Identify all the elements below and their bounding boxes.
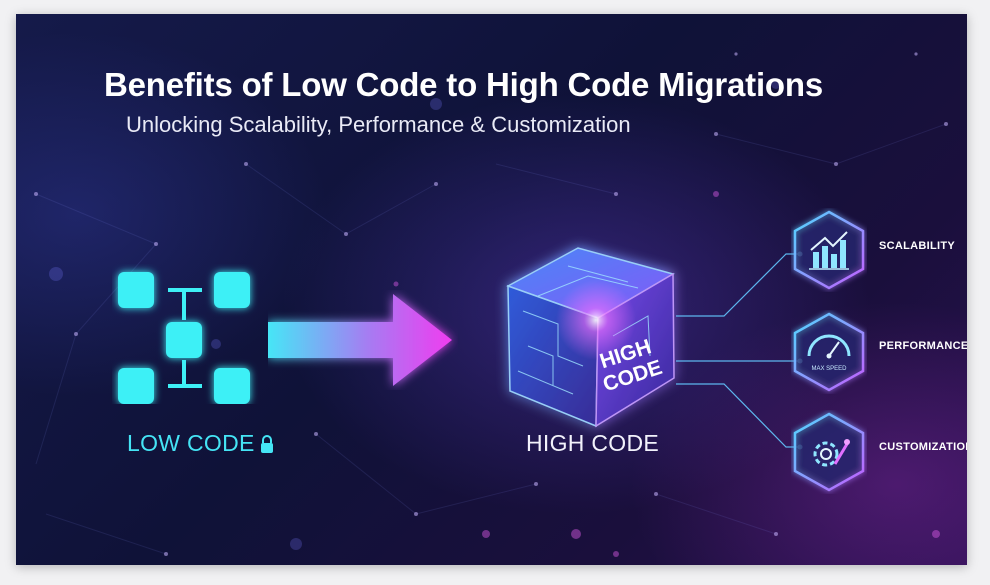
gauge-label: MAX SPEED	[811, 366, 847, 372]
bar-chart-icon	[809, 231, 849, 270]
performance-hexagon: MAX SPEED	[793, 312, 865, 392]
page-title: Benefits of Low Code to High Code Migrat…	[104, 66, 824, 103]
particle-network-background	[34, 52, 948, 557]
high-code-cube-icon: HIGH CODE	[506, 247, 675, 428]
benefit-label-performance: PERFORMANCE	[879, 340, 967, 352]
low-code-label: LOW CODE	[127, 430, 255, 456]
gear-wrench-icon	[813, 439, 850, 467]
migration-arrow-icon	[268, 294, 452, 386]
page-subtitle: Unlocking Scalability, Performance & Cus…	[126, 112, 631, 137]
speedometer-icon: MAX SPEED	[807, 334, 851, 372]
customization-hexagon	[793, 412, 865, 492]
benefit-connectors	[676, 251, 803, 450]
lock-icon	[261, 435, 273, 453]
benefit-label-scalability: SCALABILITY	[879, 240, 956, 252]
scalability-hexagon	[793, 210, 865, 290]
low-code-blocks-icon	[118, 272, 250, 404]
benefit-label-customization: CUSTOMIZATION	[879, 441, 967, 453]
high-code-label: HIGH CODE	[526, 430, 660, 456]
hero-banner: Benefits of Low Code to High Code Migrat…	[16, 14, 967, 565]
